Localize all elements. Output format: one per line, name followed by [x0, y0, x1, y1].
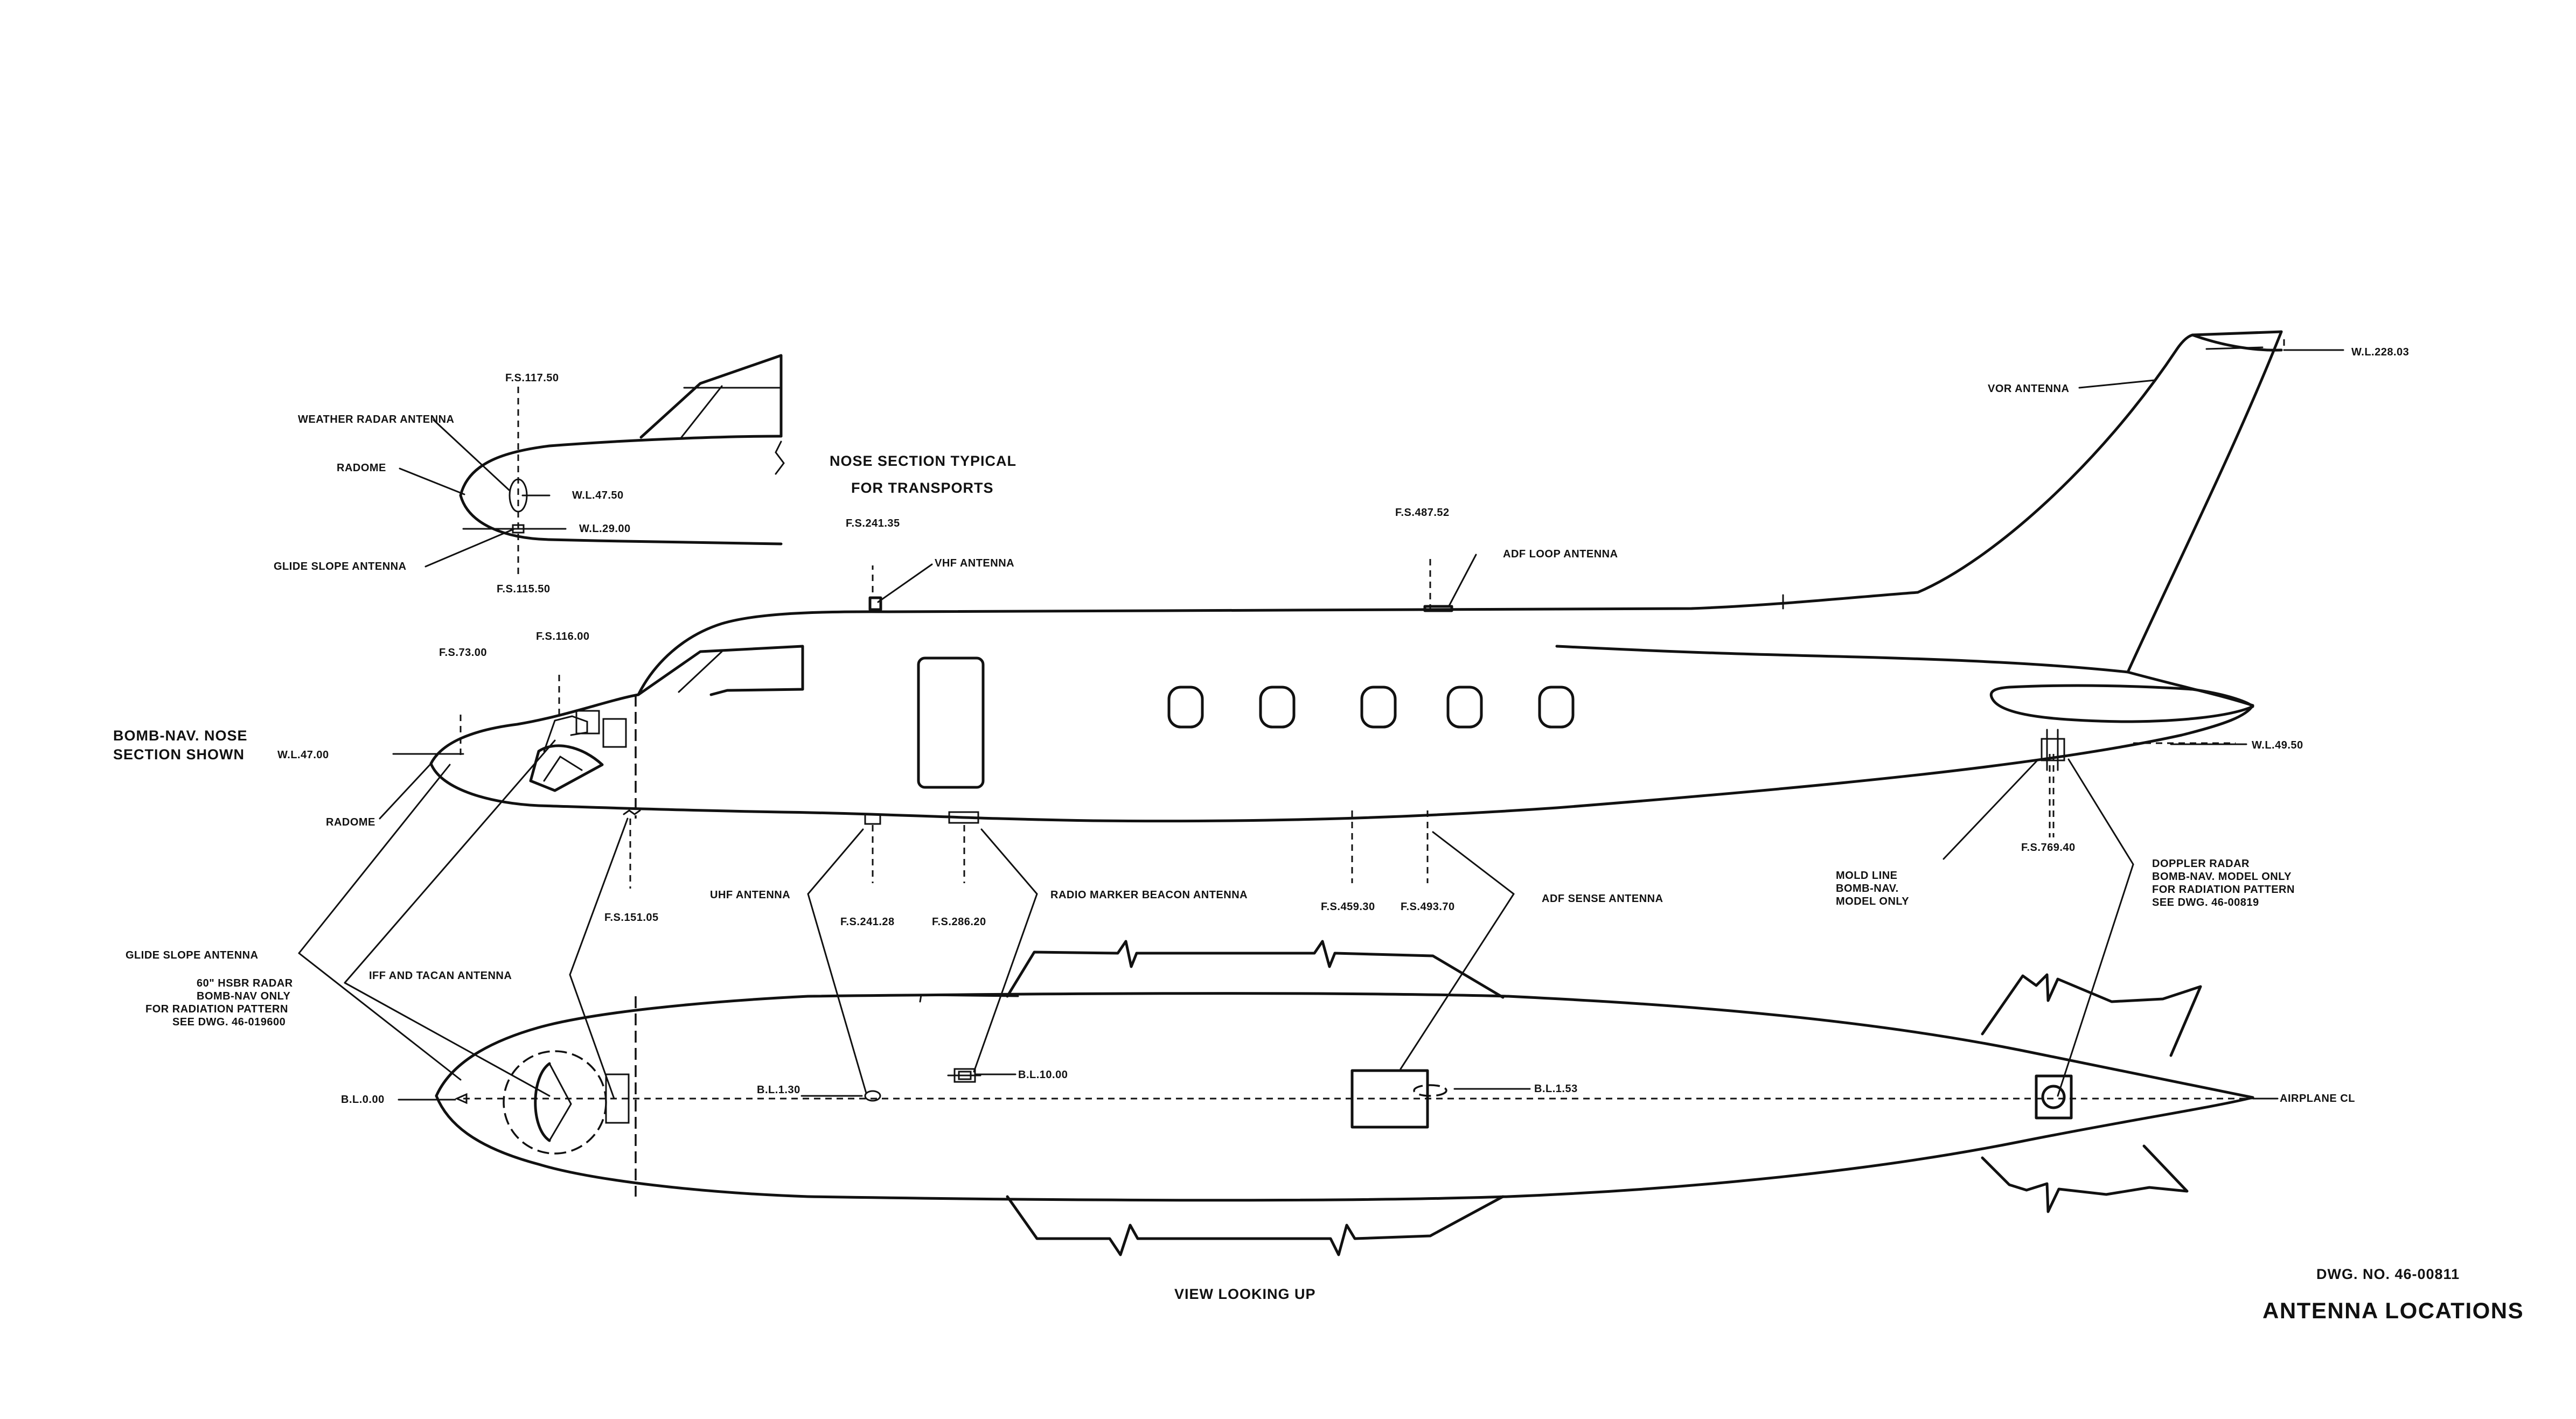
label-adf-sense-antenna: ADF SENSE ANTENNA — [1542, 893, 1663, 905]
label-fs-493: F.S.493.70 — [1401, 901, 1455, 913]
label-bomb-nav-nose: BOMB-NAV. NOSE SECTION SHOWN — [113, 728, 252, 763]
nose-typical-line-1: NOSE SECTION TYPICAL — [830, 453, 1017, 469]
label-weather-radar-antenna: WEATHER RADAR ANTENNA — [298, 414, 454, 425]
label-adf-loop-antenna: ADF LOOP ANTENNA — [1503, 548, 1618, 560]
label-wl-228: W.L.228.03 — [2351, 346, 2409, 358]
label-bl-1-30: B.L.1.30 — [757, 1084, 800, 1096]
mold-line-2: BOMB-NAV. — [1836, 883, 1899, 894]
doppler-line-1: DOPPLER RADAR — [2152, 858, 2250, 870]
label-fs-241-35: F.S.241.35 — [846, 518, 900, 529]
bottom-view-fuselage — [435, 940, 2254, 1256]
drawing-number: DWG. NO. 46-00811 — [2316, 1266, 2460, 1282]
label-bl-0: B.L.0.00 — [341, 1094, 385, 1106]
label-vhf-antenna: VHF ANTENNA — [935, 557, 1014, 569]
label-glide-slope-main: GLIDE SLOPE ANTENNA — [126, 949, 259, 961]
doppler-line-3: FOR RADIATION PATTERN — [2152, 884, 2295, 896]
doppler-line-4: SEE DWG. 46-00819 — [2152, 897, 2259, 908]
label-bl-1-53: B.L.1.53 — [1534, 1083, 1578, 1095]
label-radome-inset: RADOME — [337, 462, 386, 474]
leader-lines — [298, 349, 2344, 1101]
bomb-nav-line-1: BOMB-NAV. NOSE — [113, 728, 248, 744]
label-nose-section-typical: NOSE SECTION TYPICAL FOR TRANSPORTS — [830, 453, 1021, 496]
label-hsbr-radar: 60" HSBR RADAR BOMB-NAV ONLY FOR RADIATI… — [145, 977, 296, 1028]
label-view-looking-up: VIEW LOOKING UP — [1174, 1286, 1316, 1302]
label-fs-116: F.S.116.00 — [536, 631, 590, 642]
label-fs-241-28: F.S.241.28 — [840, 916, 895, 928]
label-fs-286: F.S.286.20 — [932, 916, 986, 928]
label-fs-115: F.S.115.50 — [497, 583, 551, 595]
label-radome-main: RADOME — [326, 816, 375, 828]
label-uhf-antenna: UHF ANTENNA — [710, 889, 790, 901]
label-doppler-radar: DOPPLER RADAR BOMB-NAV. MODEL ONLY FOR R… — [2152, 858, 2298, 908]
label-glide-slope-inset: GLIDE SLOPE ANTENNA — [274, 561, 407, 572]
bomb-nav-line-2: SECTION SHOWN — [113, 746, 245, 763]
hsbr-line-1: 60" HSBR RADAR — [197, 977, 293, 989]
label-radio-marker-beacon: RADIO MARKER BEACON ANTENNA — [1050, 889, 1248, 901]
label-wl-47-50: W.L.47.50 — [572, 490, 624, 501]
label-fs-117: F.S.117.50 — [505, 372, 559, 384]
nose-inset-view — [399, 354, 785, 579]
label-fs-151: F.S.151.05 — [604, 912, 659, 924]
label-iff-tacan: IFF AND TACAN ANTENNA — [369, 970, 512, 982]
hsbr-line-3: FOR RADIATION PATTERN — [145, 1003, 288, 1015]
mold-line-1: MOLD LINE — [1836, 870, 1898, 882]
drawing-title: ANTENNA LOCATIONS — [2262, 1298, 2524, 1323]
mold-line-3: MODEL ONLY — [1836, 896, 1909, 907]
labels: F.S.117.50 WEATHER RADAR ANTENNA RADOME … — [113, 346, 2524, 1323]
side-view-fuselage — [429, 330, 2285, 889]
hsbr-line-4: SEE DWG. 46-019600 — [172, 1016, 286, 1028]
label-airplane-cl: AIRPLANE CL — [2280, 1093, 2355, 1105]
doppler-line-2: BOMB-NAV. MODEL ONLY — [2152, 871, 2292, 883]
label-fs-769: F.S.769.40 — [2021, 842, 2076, 854]
nose-typical-line-2: FOR TRANSPORTS — [851, 480, 994, 496]
label-fs-459: F.S.459.30 — [1321, 901, 1375, 913]
label-fs-73: F.S.73.00 — [439, 647, 487, 659]
label-bl-10: B.L.10.00 — [1018, 1069, 1068, 1081]
label-wl-29: W.L.29.00 — [579, 523, 631, 535]
hsbr-line-2: BOMB-NAV ONLY — [197, 990, 290, 1002]
label-mold-line: MOLD LINE BOMB-NAV. MODEL ONLY — [1836, 870, 1909, 907]
label-vor-antenna: VOR ANTENNA — [1988, 383, 2069, 395]
label-wl-49-50: W.L.49.50 — [2252, 739, 2303, 751]
label-fs-487: F.S.487.52 — [1395, 507, 1450, 519]
label-wl-47: W.L.47.00 — [277, 749, 329, 761]
